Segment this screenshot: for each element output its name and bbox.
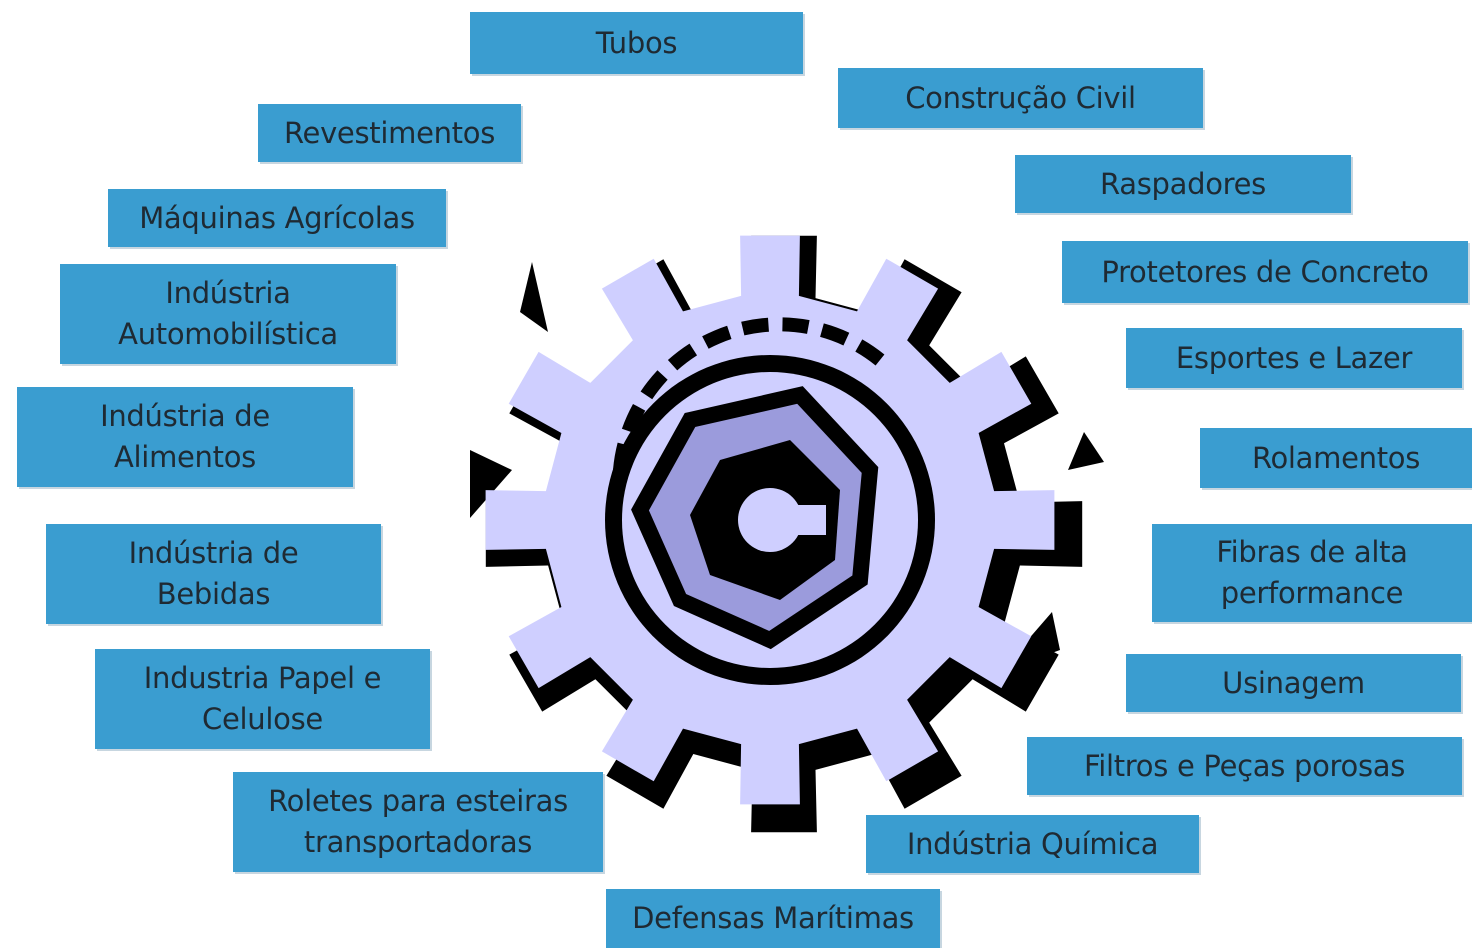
tubos-label: Tubos bbox=[595, 25, 678, 60]
motion-mark bbox=[470, 450, 512, 518]
esportes-lazer-label: Esportes e Lazer bbox=[1175, 340, 1413, 375]
maquinas-agricolas-box: Máquinas Agrícolas bbox=[108, 189, 446, 247]
industria-quimica-box: Indústria Química bbox=[866, 815, 1199, 873]
motion-mark bbox=[520, 262, 548, 332]
filtros-pecas-porosas-box: Filtros e Peças porosas bbox=[1027, 737, 1462, 795]
industria-automobilistica-label: Indústria Automobilística bbox=[118, 276, 338, 351]
construcao-civil-label: Construção Civil bbox=[905, 80, 1136, 115]
fibras-alta-performance-box: Fibras de alta performance bbox=[1152, 524, 1472, 622]
raspadores-label: Raspadores bbox=[1100, 166, 1266, 201]
rolamentos-box: Rolamentos bbox=[1200, 428, 1472, 488]
roletes-esteiras-label: Roletes para esteiras transportadoras bbox=[268, 784, 568, 859]
revestimentos-label: Revestimentos bbox=[283, 115, 496, 150]
industria-papel-celulose-box: Industria Papel e Celulose bbox=[95, 649, 430, 749]
usinagem-box: Usinagem bbox=[1126, 654, 1461, 712]
protetores-concreto-label: Protetores de Concreto bbox=[1101, 254, 1429, 289]
defensas-maritimas-label: Defensas Marítimas bbox=[632, 901, 914, 936]
industria-bebidas-label: Indústria de Bebidas bbox=[128, 536, 299, 611]
revestimentos-box: Revestimentos bbox=[258, 104, 521, 162]
construcao-civil-box: Construção Civil bbox=[838, 68, 1203, 128]
usinagem-label: Usinagem bbox=[1222, 665, 1365, 700]
industria-quimica-label: Indústria Química bbox=[906, 826, 1159, 861]
industria-automobilistica-box: Indústria Automobilística bbox=[60, 264, 396, 364]
rolamentos-label: Rolamentos bbox=[1251, 440, 1421, 475]
industria-bebidas-box: Indústria de Bebidas bbox=[46, 524, 381, 624]
roletes-esteiras-box: Roletes para esteiras transportadoras bbox=[233, 772, 603, 872]
industria-alimentos-label: Indústria de Alimentos bbox=[100, 399, 270, 474]
tubos-box: Tubos bbox=[470, 12, 803, 74]
defensas-maritimas-box: Defensas Marítimas bbox=[606, 889, 940, 948]
industria-papel-celulose-label: Industria Papel e Celulose bbox=[143, 661, 382, 736]
motion-mark bbox=[1068, 432, 1104, 470]
esportes-lazer-box: Esportes e Lazer bbox=[1126, 328, 1462, 388]
fibras-alta-performance-label: Fibras de alta performance bbox=[1216, 535, 1408, 610]
protetores-concreto-box: Protetores de Concreto bbox=[1062, 241, 1468, 303]
maquinas-agricolas-label: Máquinas Agrícolas bbox=[139, 200, 415, 235]
filtros-pecas-porosas-label: Filtros e Peças porosas bbox=[1083, 748, 1406, 783]
raspadores-box: Raspadores bbox=[1015, 155, 1351, 213]
industria-alimentos-box: Indústria de Alimentos bbox=[17, 387, 353, 487]
